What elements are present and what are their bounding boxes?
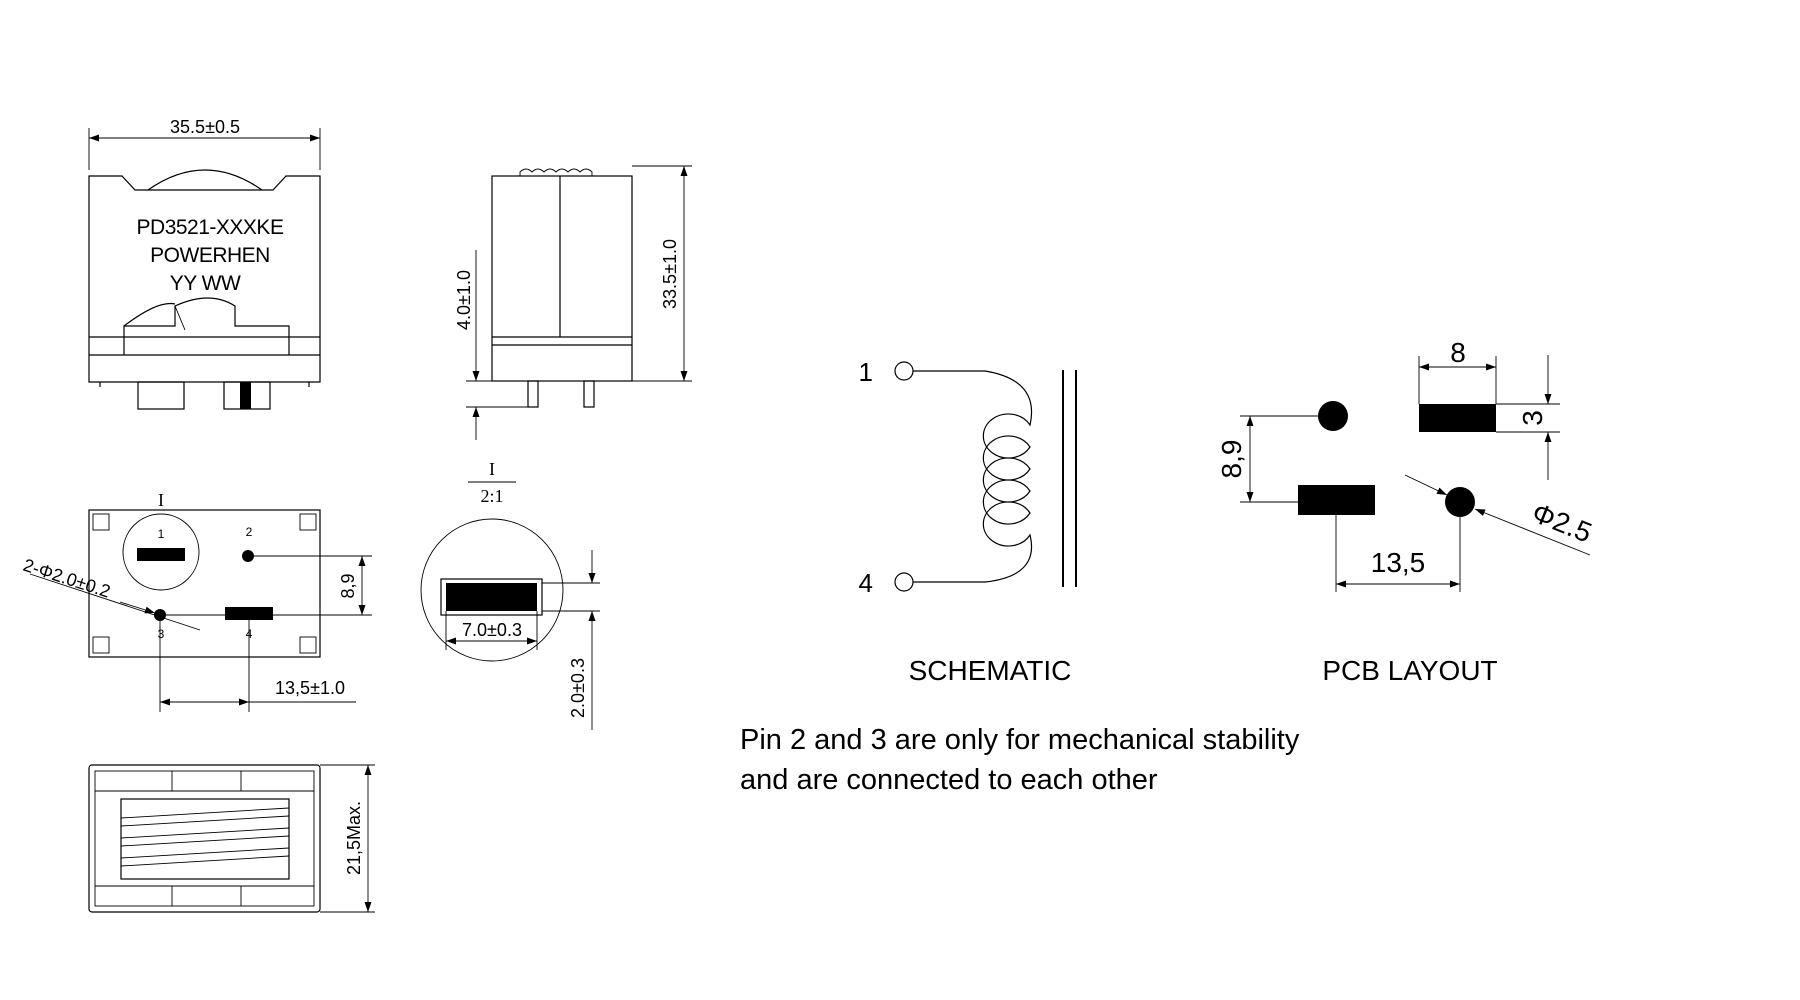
side-view: 33.5±1.0 4.0±1.0 — [454, 165, 692, 440]
pin-thickness-dimension: 2.0±0.3 — [568, 658, 588, 718]
hole-dimension: 2-Φ2.0±0.2 — [21, 555, 113, 602]
width-dimension: 35.5±0.5 — [170, 117, 240, 137]
notes: Pin 2 and 3 are only for mechanical stab… — [740, 724, 1300, 796]
schematic-pin-4: 4 — [859, 568, 873, 598]
pad-height-dimension: 3 — [1517, 410, 1548, 426]
pcb-vertical-pitch-dimension: 8,9 — [1216, 440, 1247, 479]
pin-width-dimension: 7.0±0.3 — [462, 620, 522, 640]
height-dimension: 33.5±1.0 — [660, 239, 680, 309]
pad-bottom-left — [1298, 485, 1375, 515]
schematic: 1 4 SCHEMATIC — [859, 357, 1077, 686]
front-view: 35.5±0.5 PD3521-XXXKE POWERHEN YY WW — [88, 117, 321, 410]
pin-number-3: 3 — [158, 627, 165, 641]
pin-number-1: 1 — [158, 527, 165, 541]
bottom-view: I 1 2 3 4 2-Φ2.0±0.2 8,9 13,5±1.0 — [21, 490, 372, 712]
vertical-pitch-dimension: 8,9 — [338, 573, 358, 598]
marking-line-1: PD3521-XXXKE — [137, 216, 284, 239]
pcb-layout: 8 3 8,9 13,5 Φ2.5 PCB LAYOUT — [1216, 337, 1596, 686]
marking-line-2: POWERHEN — [150, 244, 270, 267]
pad-top-right — [1419, 404, 1496, 432]
schematic-pin-1: 1 — [859, 357, 873, 387]
pad-width-dimension: 8 — [1450, 337, 1466, 368]
pcb-hole-dimension: Φ2.5 — [1528, 497, 1596, 549]
pin-length-dimension: 4.0±1.0 — [454, 270, 474, 330]
pcb-horizontal-pitch-dimension: 13,5 — [1371, 547, 1426, 578]
pin-number-2: 2 — [246, 525, 253, 539]
horizontal-pitch-dimension: 13,5±1.0 — [275, 678, 345, 698]
pin1-marker: I — [158, 490, 164, 510]
schematic-title: SCHEMATIC — [909, 655, 1072, 686]
note-line-2: and are connected to each other — [740, 764, 1158, 796]
top-view: 21,5Max. — [88, 764, 375, 913]
detail-scale: 2:1 — [480, 486, 503, 506]
note-line-1: Pin 2 and 3 are only for mechanical stab… — [740, 724, 1300, 756]
marking-line-3: YY WW — [170, 272, 241, 295]
depth-dimension: 21,5Max. — [344, 801, 364, 875]
detail-view: I 2:1 7.0±0.3 2.0±0.3 — [420, 459, 600, 730]
pcb-layout-title: PCB LAYOUT — [1322, 655, 1497, 686]
detail-label: I — [489, 459, 495, 479]
